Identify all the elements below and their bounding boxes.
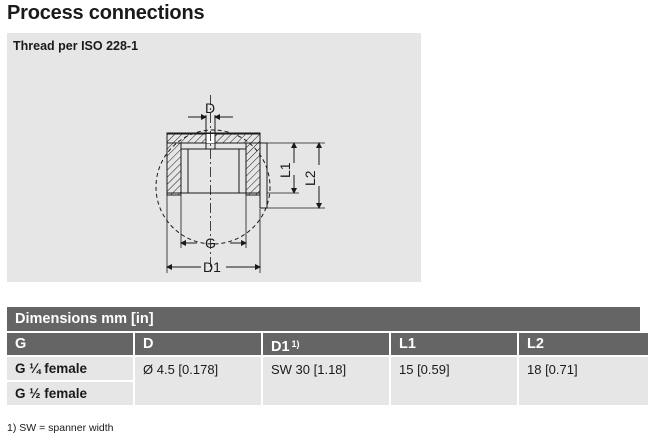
dim-label-l1: L1 xyxy=(277,162,293,178)
thread-drawing-panel: Thread per ISO 228-1 xyxy=(7,33,421,282)
header-d1-footnote-ref: 1) xyxy=(291,339,300,349)
dim-label-g: G xyxy=(205,235,216,251)
header-d: D xyxy=(135,333,261,355)
left-wall-hatching xyxy=(166,142,182,196)
cell-l2: 18 [0.71] xyxy=(519,357,648,405)
inner-bore xyxy=(187,148,240,194)
dim-label-d: D xyxy=(205,100,215,116)
header-d1-label: D1 xyxy=(271,339,290,355)
cell-d: Ø 4.5 [0.178] xyxy=(135,357,261,405)
cell-d1: SW 30 [1.18] xyxy=(263,357,389,405)
dim-label-d1: D1 xyxy=(203,259,221,275)
right-wall-hatching xyxy=(245,142,261,196)
header-l1: L1 xyxy=(391,333,517,355)
dim-label-l2: L2 xyxy=(302,170,318,186)
detail-circle xyxy=(155,129,271,245)
header-g: G xyxy=(7,333,133,355)
page-title: Process connections xyxy=(7,2,205,24)
figure-caption: Thread per ISO 228-1 xyxy=(13,39,139,53)
header-l2: L2 xyxy=(519,333,648,355)
row-label-g-quarter: G ¼ female xyxy=(7,357,133,380)
table-title: Dimensions mm [in] xyxy=(7,307,640,331)
thread-cross-section-drawing: D G D1 L1 L2 xyxy=(155,95,325,275)
footnote: 1) SW = spanner width xyxy=(7,422,114,434)
row-label-g-half: G ½ female xyxy=(7,382,133,405)
cell-l1: 15 [0.59] xyxy=(391,357,517,405)
